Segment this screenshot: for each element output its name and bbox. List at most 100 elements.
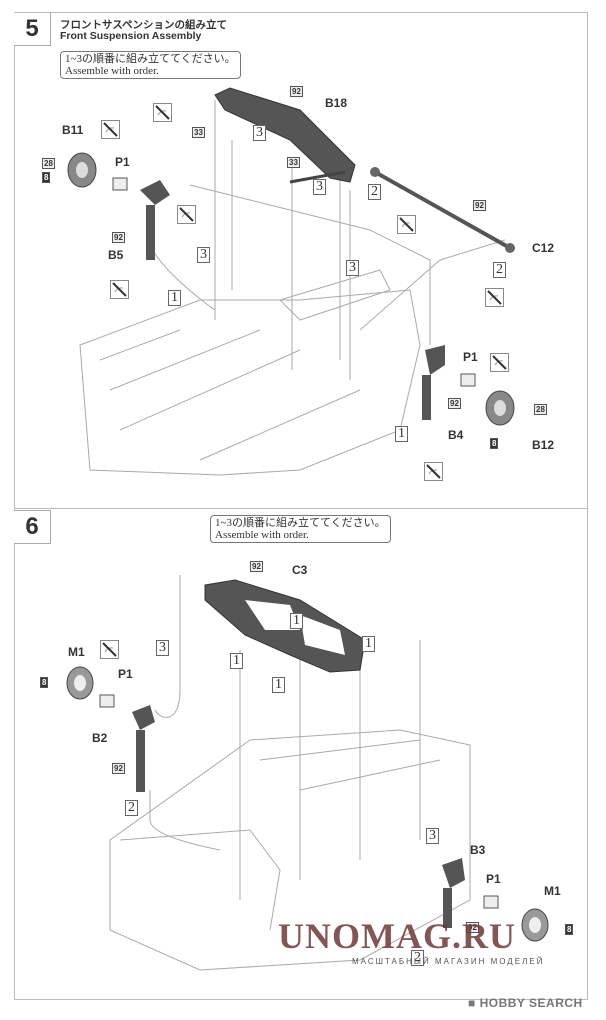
- color-tag: 92: [448, 398, 461, 409]
- guide-b2: [154, 689, 181, 718]
- part-label-b3: B3: [470, 843, 486, 857]
- hobby-search-text: HOBBY SEARCH: [479, 996, 583, 1010]
- part-label-p1: P1: [118, 667, 133, 681]
- step-number-6: 6: [14, 510, 51, 544]
- part-b4-top: [425, 345, 445, 375]
- no-glue-glyph: [103, 122, 118, 137]
- no-glue-glyph: [399, 217, 414, 232]
- part-p1-6a: [99, 694, 115, 708]
- no-glue-icon: [177, 205, 196, 224]
- part-label-c3: C3: [292, 563, 308, 577]
- guide-lines: [214, 100, 351, 380]
- no-glue-glyph: [426, 464, 441, 479]
- color-tag: 33: [287, 157, 300, 168]
- c12-end-b: [505, 243, 515, 253]
- step-number-5: 5: [14, 13, 51, 46]
- order-mark: 1: [395, 426, 408, 442]
- note-en: Assemble with order.: [65, 65, 159, 77]
- hobby-search-badge: ■ HOBBY SEARCH: [468, 996, 583, 1010]
- order-mark: 3: [426, 828, 439, 844]
- color-tag: 92: [466, 922, 479, 933]
- c3-cutout-a: [245, 600, 300, 630]
- order-mark: 1: [168, 290, 181, 306]
- watermark-subtitle: МАСШТАБНЫЙ МАГАЗИН МОДЕЛЕЙ: [352, 957, 545, 966]
- part-label-b18: B18: [325, 96, 348, 110]
- order-mark: 3: [197, 247, 210, 263]
- no-glue-glyph: [492, 355, 507, 370]
- part-b3-spring: [443, 888, 452, 928]
- no-glue-icon: [110, 280, 129, 299]
- b11-hub: [76, 162, 88, 178]
- part-label-b5: B5: [108, 248, 124, 262]
- c12-end-a: [370, 167, 380, 177]
- part-label-m1-right: M1: [544, 884, 561, 898]
- c3-cutout-b: [300, 615, 345, 655]
- part-b5-top: [140, 180, 170, 205]
- no-glue-glyph: [487, 290, 502, 305]
- color-tag: 28: [534, 404, 547, 415]
- part-label-b11: B11: [62, 123, 84, 137]
- guide-lines-6: [179, 575, 421, 900]
- order-mark: 2: [493, 262, 506, 278]
- color-tag: 28: [42, 158, 55, 169]
- color-tag: 92: [112, 763, 125, 774]
- color-tag: 8: [490, 438, 499, 449]
- chassis-detail-lines: [99, 329, 361, 461]
- hobby-search-logo-icon: ■: [468, 996, 480, 1010]
- part-b18-arm: [289, 170, 346, 184]
- no-glue-icon: [397, 215, 416, 234]
- part-label-p1-right: P1: [486, 872, 501, 886]
- order-mark: 3: [313, 179, 326, 195]
- color-tag: 92: [112, 232, 125, 243]
- note-jp: 1~3の順番に組み立ててください。: [65, 53, 236, 65]
- part-b3-top: [442, 858, 465, 888]
- order-mark: 2: [368, 184, 381, 200]
- order-mark: 1: [272, 677, 285, 693]
- order-mark: 3: [346, 260, 359, 276]
- order-mark: 1: [362, 636, 375, 652]
- part-b2-spring: [136, 730, 145, 792]
- no-glue-icon: [100, 640, 119, 659]
- no-glue-glyph: [179, 207, 194, 222]
- m1-right-hub: [529, 917, 541, 933]
- guide-c12: [359, 239, 506, 331]
- chassis-detail-6: [119, 739, 441, 931]
- order-mark: 1: [290, 613, 303, 629]
- part-c12: [374, 170, 511, 250]
- part-p1-5b: [460, 373, 476, 387]
- color-tag: 8: [40, 677, 49, 688]
- part-label-p1: P1: [115, 155, 130, 169]
- no-glue-icon: [490, 353, 509, 372]
- chassis-rail: [279, 269, 391, 321]
- order-mark: 2: [411, 950, 424, 966]
- color-tag: 92: [473, 200, 486, 211]
- watermark-unomag: UNOMAG.RU: [278, 916, 516, 956]
- part-label-b2: B2: [92, 731, 108, 745]
- part-b2-top: [132, 705, 155, 730]
- no-glue-glyph: [102, 642, 117, 657]
- part-label-c12: C12: [532, 241, 555, 255]
- step-5-title-en: Front Suspension Assembly: [60, 30, 202, 42]
- color-tag: 92: [250, 561, 263, 572]
- order-mark: 2: [125, 800, 138, 816]
- part-label-m1: M1: [68, 645, 85, 659]
- order-mark: 1: [230, 653, 243, 669]
- part-label-b12: B12: [532, 438, 555, 452]
- guide-2: [149, 790, 221, 851]
- m1-left-hub: [74, 675, 86, 691]
- step-5-order-note: 1~3の順番に組み立ててください。 Assemble with order.: [60, 51, 241, 79]
- color-tag: 33: [192, 127, 205, 138]
- part-b4-spring: [422, 375, 431, 420]
- part-p1-5a: [112, 177, 128, 191]
- part-b18: [214, 87, 356, 183]
- part-label-b4: B4: [448, 428, 464, 442]
- color-tag: 8: [565, 924, 574, 935]
- step-5-title-jp: フロントサスペンションの組み立て: [60, 19, 228, 31]
- guide-b4: [189, 184, 431, 345]
- no-glue-icon: [153, 103, 172, 122]
- no-glue-icon: [424, 462, 443, 481]
- order-mark: 3: [253, 125, 266, 141]
- chassis-outline-5: [79, 289, 421, 476]
- step-5-frame: [14, 12, 588, 511]
